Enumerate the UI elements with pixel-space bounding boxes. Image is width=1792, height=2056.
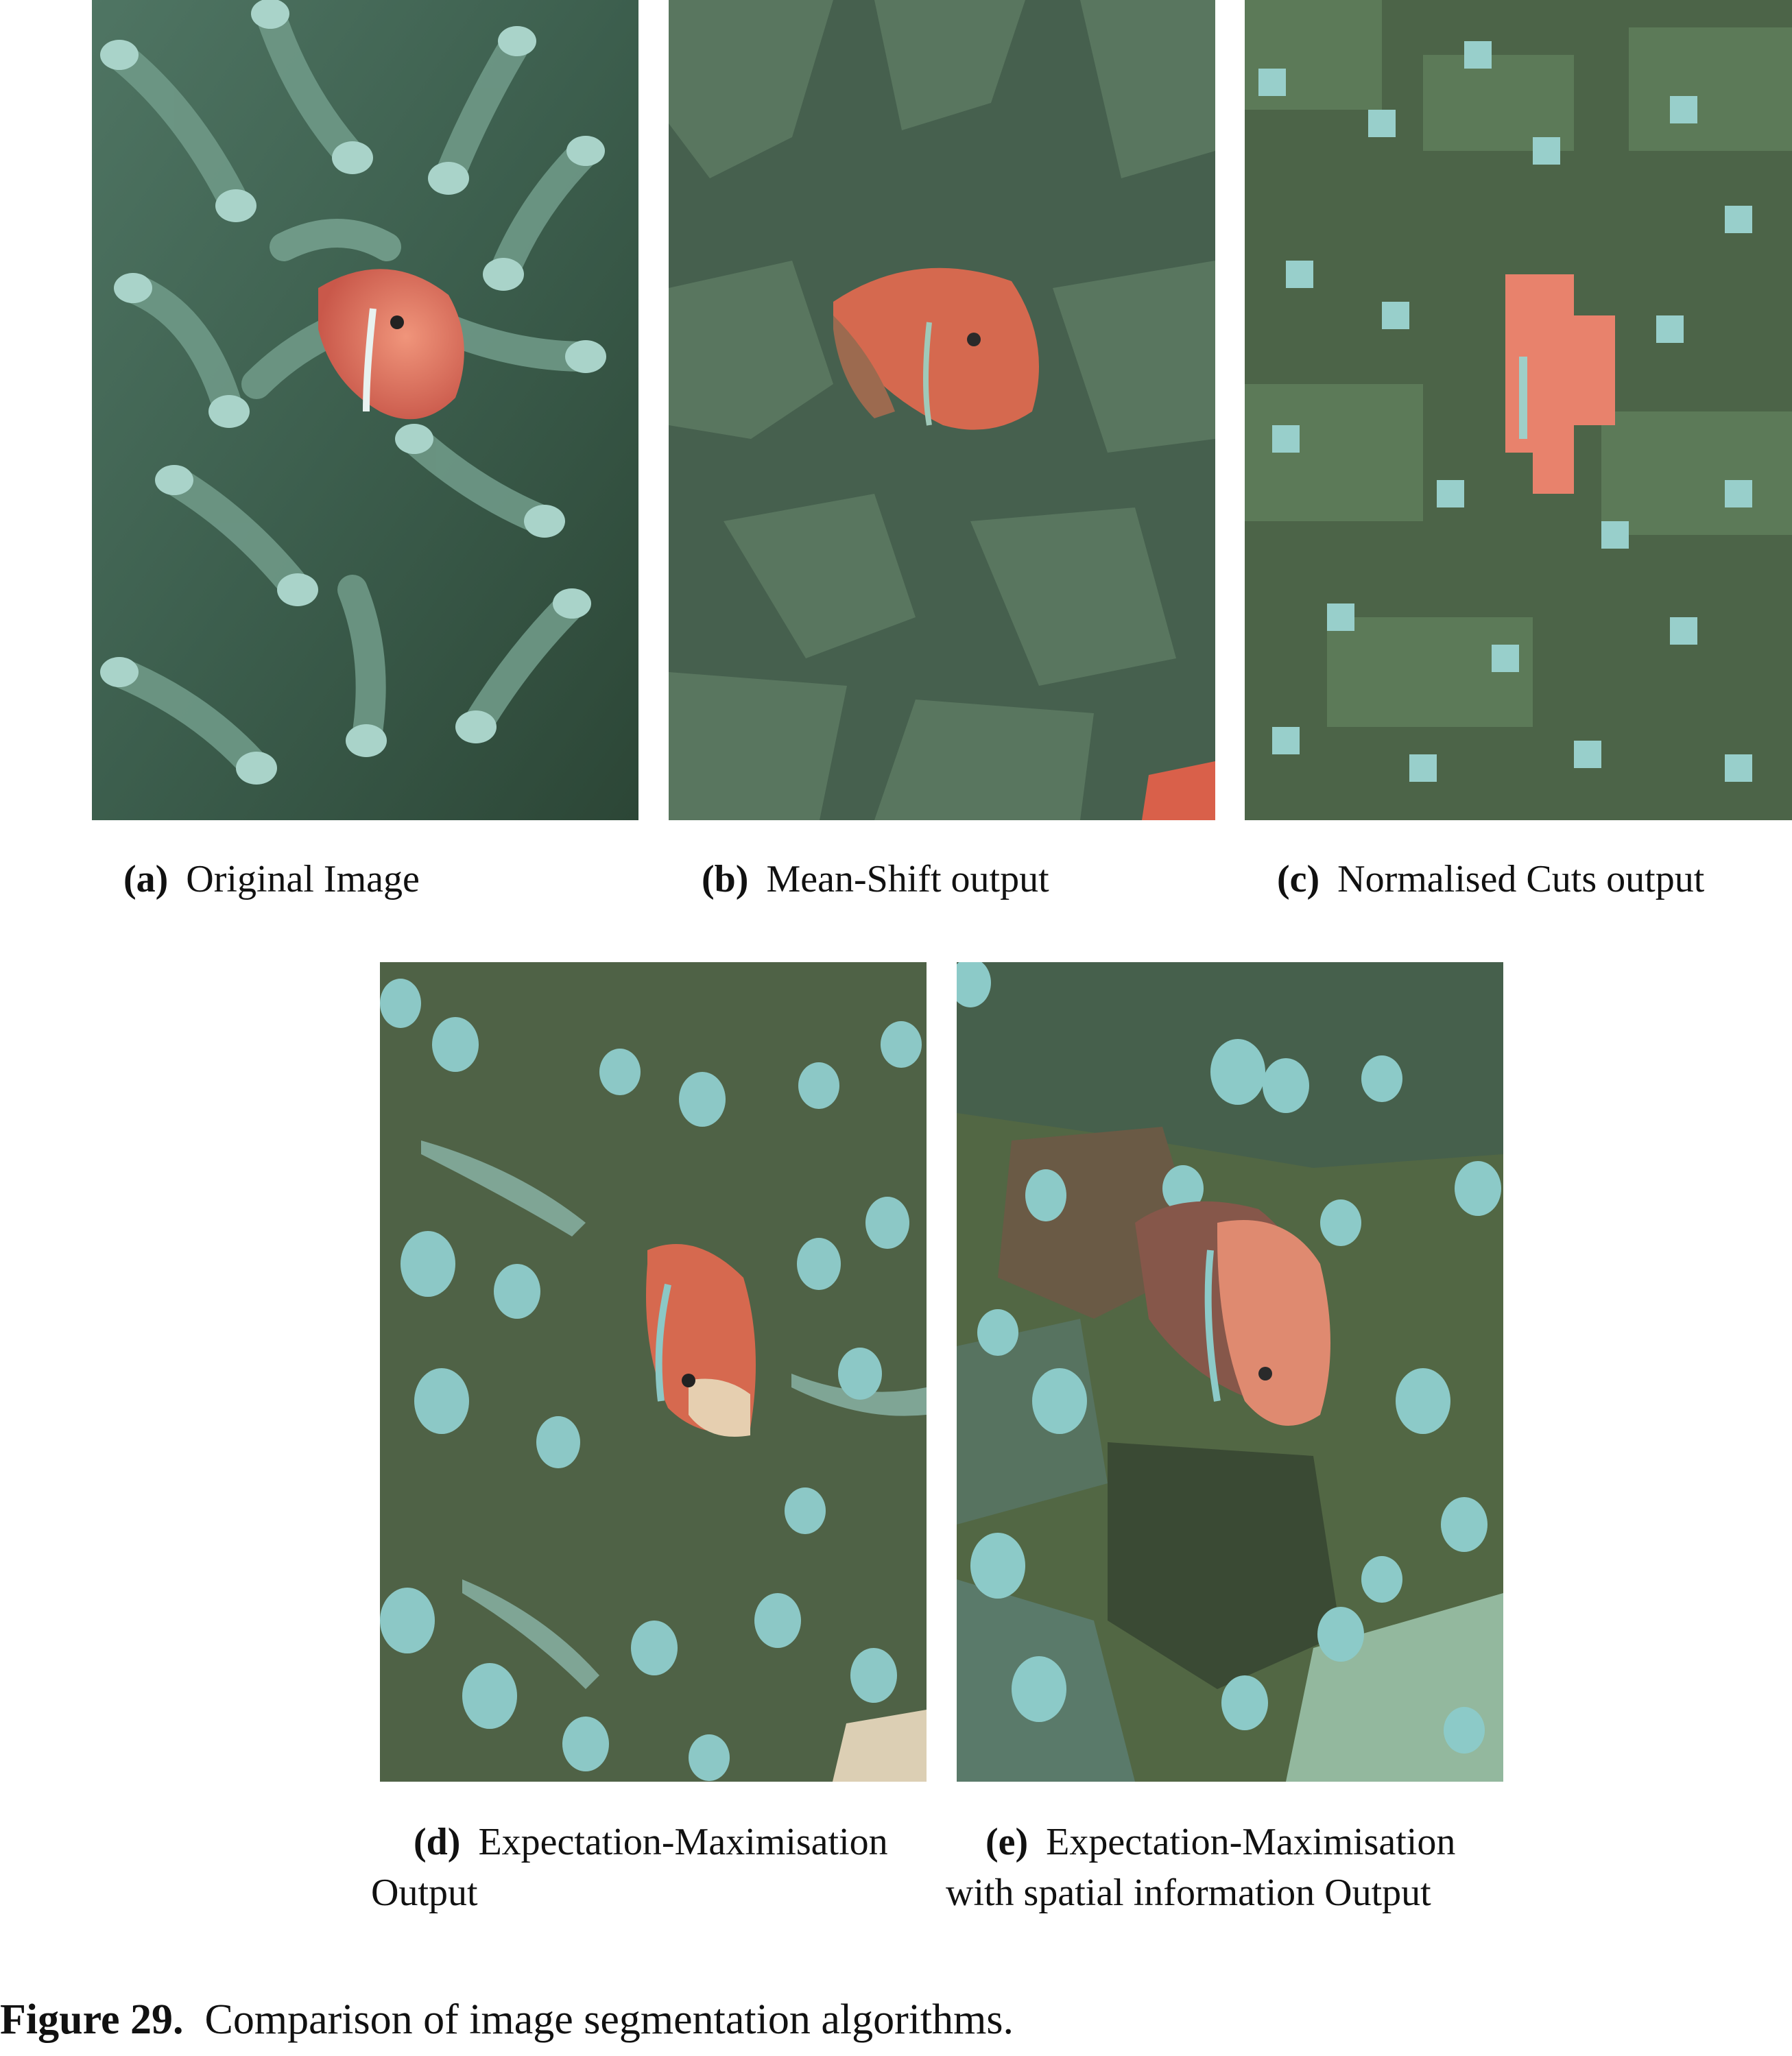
figure-label: Figure 29. <box>0 1996 184 2043</box>
figure-caption-text: Comparison of image segmentation algorit… <box>204 1996 1014 2043</box>
mean-shift-output <box>669 0 1215 820</box>
caption-a: (a)Original Image <box>123 858 420 900</box>
figure-caption: Figure 29. Comparison of image segmentat… <box>0 1992 1014 2047</box>
caption-e-line2: with spatial information Output <box>946 1872 1431 1914</box>
caption-d-line2: Output <box>371 1872 478 1914</box>
em-spatial-output <box>957 962 1503 1782</box>
caption-e: (e)Expectation-Maximisation <box>985 1821 1456 1863</box>
normalised-cuts-output <box>1245 0 1792 820</box>
em-output <box>380 962 927 1782</box>
caption-d: (d)Expectation-Maximisation <box>414 1821 888 1863</box>
caption-c: (c)Normalised Cuts output <box>1277 858 1705 900</box>
original-image <box>92 0 638 820</box>
caption-b: (b)Mean-Shift output <box>702 858 1049 900</box>
